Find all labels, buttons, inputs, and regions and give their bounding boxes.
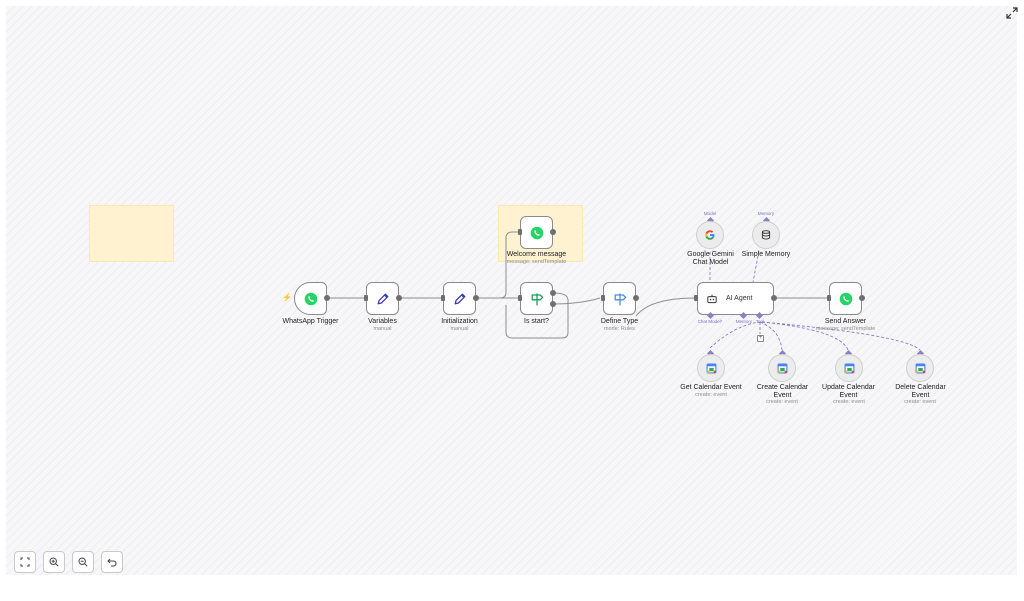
google-calendar-icon bbox=[777, 363, 787, 373]
node-subtitle: message: sendTemplate bbox=[506, 259, 567, 265]
whatsapp-icon bbox=[530, 226, 543, 239]
whatsapp-icon bbox=[839, 292, 852, 305]
google-calendar-icon bbox=[844, 363, 854, 373]
output-port[interactable] bbox=[633, 295, 639, 301]
output-port[interactable] bbox=[396, 295, 402, 301]
pencil-icon bbox=[454, 293, 465, 304]
fit-view-icon bbox=[20, 557, 30, 567]
node-label: Is start? bbox=[524, 318, 549, 325]
input-port[interactable] bbox=[441, 295, 445, 301]
reset-zoom-button[interactable] bbox=[101, 551, 123, 573]
node-label: Get Calendar Event bbox=[680, 384, 742, 391]
input-port[interactable] bbox=[694, 295, 698, 301]
node-label: Welcome message bbox=[506, 251, 567, 258]
node-get-calendar-event[interactable] bbox=[697, 354, 725, 382]
connector-label: Memory bbox=[735, 319, 753, 324]
switch-signpost-icon bbox=[614, 292, 626, 305]
zoom-out-icon bbox=[78, 557, 88, 567]
output-port[interactable] bbox=[324, 295, 330, 301]
node-subtitle: manual bbox=[373, 326, 392, 332]
node-label: Variables bbox=[368, 318, 397, 325]
output-port-false[interactable] bbox=[550, 301, 556, 307]
node-label: Send Answer bbox=[824, 318, 867, 325]
node-subtitle: manual bbox=[450, 326, 469, 332]
input-port[interactable] bbox=[827, 295, 831, 301]
node-simple-memory[interactable] bbox=[752, 221, 780, 249]
robot-icon bbox=[707, 294, 717, 303]
node-subtitle: create: event bbox=[766, 399, 798, 405]
node-subtitle: create: event bbox=[695, 392, 727, 398]
add-tool-button[interactable]: + bbox=[757, 335, 764, 342]
node-label: Delete Calendar Event bbox=[895, 384, 946, 399]
node-initialization[interactable] bbox=[443, 282, 476, 315]
output-port-true[interactable] bbox=[550, 290, 556, 296]
google-calendar-icon bbox=[915, 363, 925, 373]
output-port[interactable] bbox=[550, 229, 556, 235]
reset-icon bbox=[107, 558, 117, 567]
input-port[interactable] bbox=[518, 295, 522, 301]
node-label: AI Agent bbox=[726, 295, 753, 302]
node-label: Simple Memory bbox=[741, 251, 791, 258]
trigger-bolt-icon: ⚡ bbox=[282, 293, 292, 302]
node-subtitle: create: event bbox=[833, 399, 865, 405]
node-delete-calendar-event[interactable] bbox=[906, 354, 934, 382]
output-port[interactable] bbox=[859, 295, 865, 301]
sticky-note-left[interactable] bbox=[89, 205, 174, 262]
node-label: Define Type bbox=[600, 318, 639, 325]
input-port[interactable] bbox=[364, 295, 368, 301]
node-label: Google Gemini Chat Model bbox=[687, 251, 734, 266]
node-subtitle: mode: Rules bbox=[604, 326, 635, 332]
expand-icon[interactable] bbox=[1006, 6, 1018, 19]
input-port[interactable] bbox=[601, 295, 605, 301]
fit-view-button[interactable] bbox=[14, 551, 36, 573]
google-calendar-icon bbox=[706, 363, 716, 373]
zoom-in-button[interactable] bbox=[43, 551, 65, 573]
node-gemini-chat-model[interactable] bbox=[696, 221, 724, 249]
node-subtitle: create: event bbox=[904, 399, 936, 405]
database-icon bbox=[761, 230, 771, 240]
node-label: Initialization bbox=[441, 318, 478, 325]
connector-label: Model bbox=[703, 211, 717, 216]
output-port[interactable] bbox=[771, 295, 777, 301]
workflow-canvas[interactable] bbox=[6, 6, 1017, 575]
input-port[interactable] bbox=[518, 229, 522, 235]
node-welcome-message[interactable] bbox=[520, 216, 553, 249]
node-define-type[interactable] bbox=[603, 282, 636, 315]
connector-label: Memory bbox=[757, 211, 775, 216]
node-label: Create Calendar Event bbox=[756, 384, 809, 399]
pencil-icon bbox=[377, 293, 388, 304]
node-subtitle: message: sendTemplate bbox=[815, 326, 876, 332]
zoom-in-icon bbox=[49, 557, 59, 567]
node-variables[interactable] bbox=[366, 282, 399, 315]
node-label: Update Calendar Event bbox=[822, 384, 875, 399]
whatsapp-icon bbox=[304, 292, 317, 305]
output-port[interactable] bbox=[473, 295, 479, 301]
connector-label: Tool bbox=[755, 319, 765, 324]
if-signpost-icon bbox=[531, 292, 543, 305]
node-whatsapp-trigger[interactable] bbox=[294, 282, 327, 315]
zoom-out-button[interactable] bbox=[72, 551, 94, 573]
node-create-calendar-event[interactable] bbox=[768, 354, 796, 382]
node-update-calendar-event[interactable] bbox=[835, 354, 863, 382]
node-is-start[interactable] bbox=[520, 282, 553, 315]
node-label: WhatsApp Trigger bbox=[282, 318, 339, 325]
node-ai-agent[interactable]: AI Agent bbox=[697, 282, 774, 315]
node-send-answer[interactable] bbox=[829, 282, 862, 315]
google-icon bbox=[705, 230, 715, 240]
connector-label: Chat Model* bbox=[697, 319, 723, 324]
